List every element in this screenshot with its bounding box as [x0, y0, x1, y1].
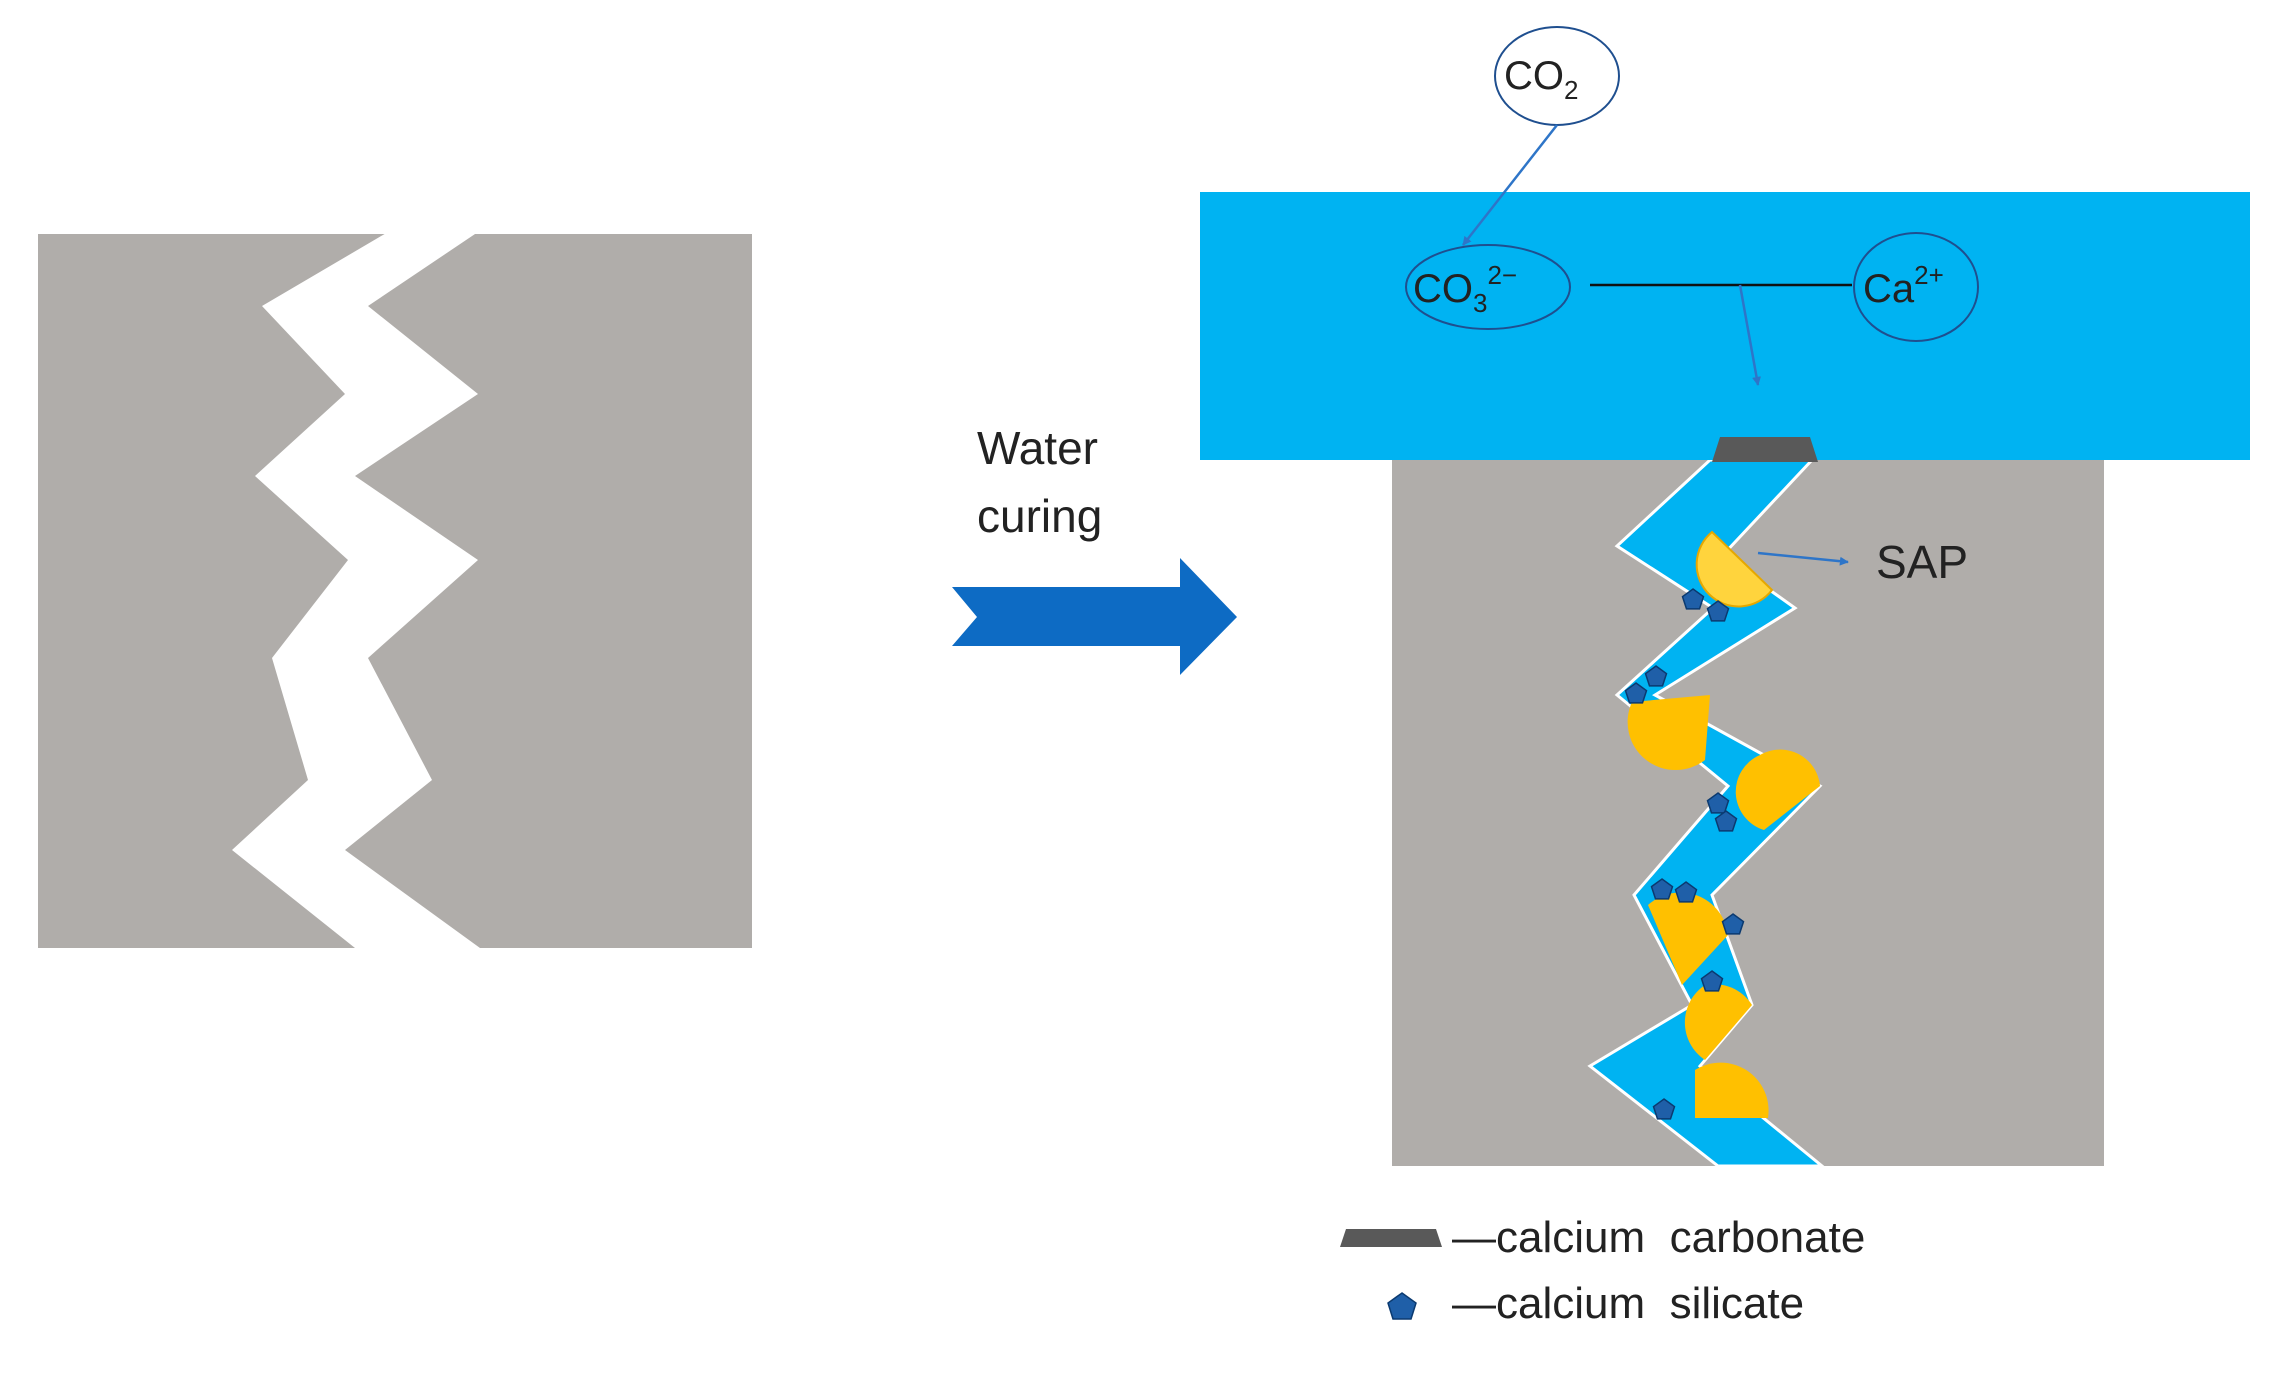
calcium-base: Ca	[1863, 267, 1915, 311]
calcium-silicate-particles	[1624, 588, 1745, 1120]
calcium-silicate-particle	[1681, 588, 1705, 610]
process-arrow-icon	[952, 558, 1237, 675]
legend: —calcium carbonate —calcium silicate	[1340, 1213, 1865, 1328]
water-curing-label-line1: Water	[977, 422, 1098, 474]
calcium-carbonate-deposit	[1712, 437, 1818, 462]
carbonate-superscript: 2−	[1487, 260, 1517, 290]
calcium-silicate-particle	[1721, 913, 1745, 935]
sap-particle	[1695, 1062, 1769, 1118]
legend-carbonate-swatch	[1340, 1229, 1442, 1247]
water-curing-label-line2: curing	[977, 490, 1102, 542]
calcium-silicate-particle	[1706, 792, 1730, 814]
calcium-silicate-particle	[1706, 600, 1730, 622]
calcium-silicate-particle	[1650, 878, 1674, 900]
co2-dissolve-arrow	[1462, 124, 1558, 246]
sap-particle	[1648, 892, 1728, 985]
legend-carbonate-label: —calcium carbonate	[1452, 1213, 1865, 1262]
calcium-silicate-particle	[1714, 810, 1738, 832]
water-layer-group: CO32− Ca2+	[1200, 192, 2250, 462]
water-filled-crack	[1587, 458, 1827, 1168]
carbonate-subscript: 3	[1473, 288, 1487, 318]
crack	[232, 232, 480, 948]
carbonate-ion-ellipse	[1405, 244, 1571, 330]
water-layer	[1200, 192, 2250, 460]
sap-label: SAP	[1876, 536, 1968, 588]
calcium-silicate-particle	[1624, 682, 1648, 704]
calcium-silicate-particle	[1652, 1098, 1676, 1120]
sap-particle	[1735, 749, 1820, 830]
cracked-block-group	[38, 232, 752, 948]
sap-particles	[1627, 530, 1820, 1118]
sap-particle	[1684, 984, 1752, 1060]
calcium-silicate-particle	[1674, 881, 1698, 903]
calcium-ion-ellipse	[1853, 232, 1979, 342]
calcium-silicate-particle	[1700, 970, 1724, 992]
sap-particle	[1627, 695, 1710, 771]
reaction-arrow	[1738, 284, 1761, 386]
calcium-ion-label: Ca2+	[1863, 260, 1944, 311]
co2-base: CO	[1504, 54, 1564, 98]
legend-silicate-label: —calcium silicate	[1452, 1279, 1804, 1328]
carbonate-ion-label: CO32−	[1413, 260, 1517, 318]
carbonate-base: CO	[1413, 267, 1473, 311]
water-curing-step: Water curing	[952, 422, 1237, 675]
healed-block-group: SAP	[1392, 458, 2104, 1168]
calcium-superscript: 2+	[1914, 260, 1944, 290]
sap-particle-top	[1695, 530, 1774, 608]
co2-label: CO2	[1504, 54, 1578, 105]
calcium-silicate-particle	[1644, 665, 1668, 687]
co2-group: CO2	[1462, 26, 1620, 246]
co2-subscript: 2	[1564, 75, 1578, 105]
legend-silicate-swatch	[1387, 1292, 1417, 1320]
sap-pointer-arrow	[1757, 551, 1849, 566]
